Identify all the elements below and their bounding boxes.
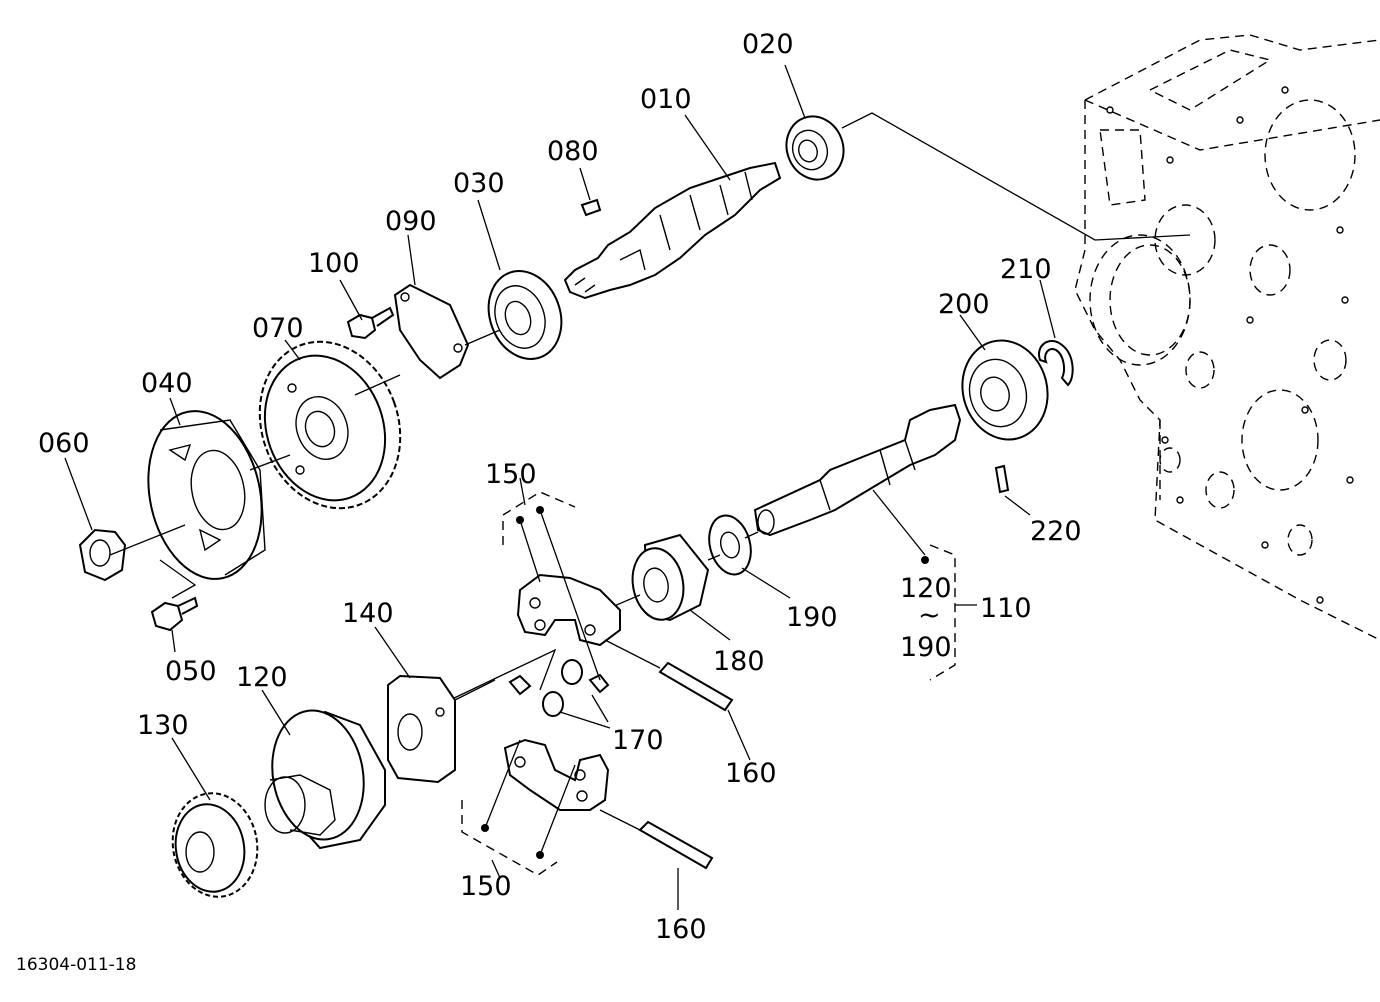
label-150-bottom: 150 — [460, 871, 512, 902]
key — [580, 198, 602, 217]
washer — [708, 514, 752, 576]
set-screw — [994, 464, 1010, 494]
label-100: 100 — [308, 248, 360, 279]
pin-170-a — [588, 673, 610, 694]
label-010: 010 — [640, 84, 692, 115]
governor-gear — [171, 792, 259, 898]
governor-weights — [449, 573, 734, 870]
label-180: 180 — [713, 646, 765, 677]
bearing-030 — [487, 270, 563, 360]
part-labels: 010 020 080 030 090 100 070 040 060 050 … — [38, 29, 1082, 945]
label-110: 110 — [980, 593, 1032, 624]
label-160-right: 160 — [725, 758, 777, 789]
governor-drive — [171, 674, 496, 898]
label-060: 060 — [38, 428, 90, 459]
gear-hub — [147, 410, 266, 580]
label-140: 140 — [342, 598, 394, 629]
label-130: 130 — [137, 710, 189, 741]
group-brackets — [461, 491, 977, 876]
label-040: 040 — [141, 368, 193, 399]
pin-170-b — [561, 659, 583, 685]
label-220: 220 — [1030, 516, 1082, 547]
governor-weight-lower — [503, 738, 610, 811]
label-range-end: 190 — [900, 632, 952, 663]
pin-160-upper — [658, 661, 734, 712]
pin-170-d — [508, 674, 532, 696]
label-170: 170 — [612, 725, 664, 756]
engine-block — [1074, 34, 1380, 641]
camshaft — [563, 161, 782, 300]
label-160-bottom: 160 — [655, 914, 707, 945]
label-080: 080 — [547, 136, 599, 167]
label-090: 090 — [385, 206, 437, 237]
leader-lines — [64, 64, 1056, 910]
nut — [78, 528, 127, 582]
stopper-plate — [393, 283, 470, 380]
bolt-050 — [150, 596, 199, 632]
governor-shaft-assembly — [599, 339, 1074, 622]
label-120: 120 — [236, 662, 288, 693]
circlip — [1038, 340, 1074, 387]
bolt-100 — [346, 306, 395, 340]
label-190: 190 — [786, 602, 838, 633]
label-030: 030 — [453, 168, 505, 199]
label-050: 050 — [165, 656, 217, 687]
label-range-tilde: ~ — [918, 600, 941, 631]
bearing-200 — [961, 339, 1049, 441]
camshaft-assembly — [78, 112, 1191, 632]
pin-170-c — [542, 691, 564, 717]
label-070: 070 — [252, 313, 304, 344]
cam-gear — [258, 340, 402, 510]
label-150-top: 150 — [485, 459, 537, 490]
bearing-020 — [785, 115, 845, 181]
governor-sleeve — [631, 533, 710, 622]
figure-code: 16304-011-18 — [16, 955, 136, 975]
label-210: 210 — [1000, 254, 1052, 285]
governor-drum — [264, 709, 386, 850]
pin-160-lower — [638, 820, 714, 870]
governor-weight-upper — [516, 573, 621, 647]
governor-shaft — [753, 403, 962, 537]
label-020: 020 — [742, 29, 794, 60]
label-range-start: 120 — [900, 573, 952, 604]
label-200: 200 — [938, 289, 990, 320]
